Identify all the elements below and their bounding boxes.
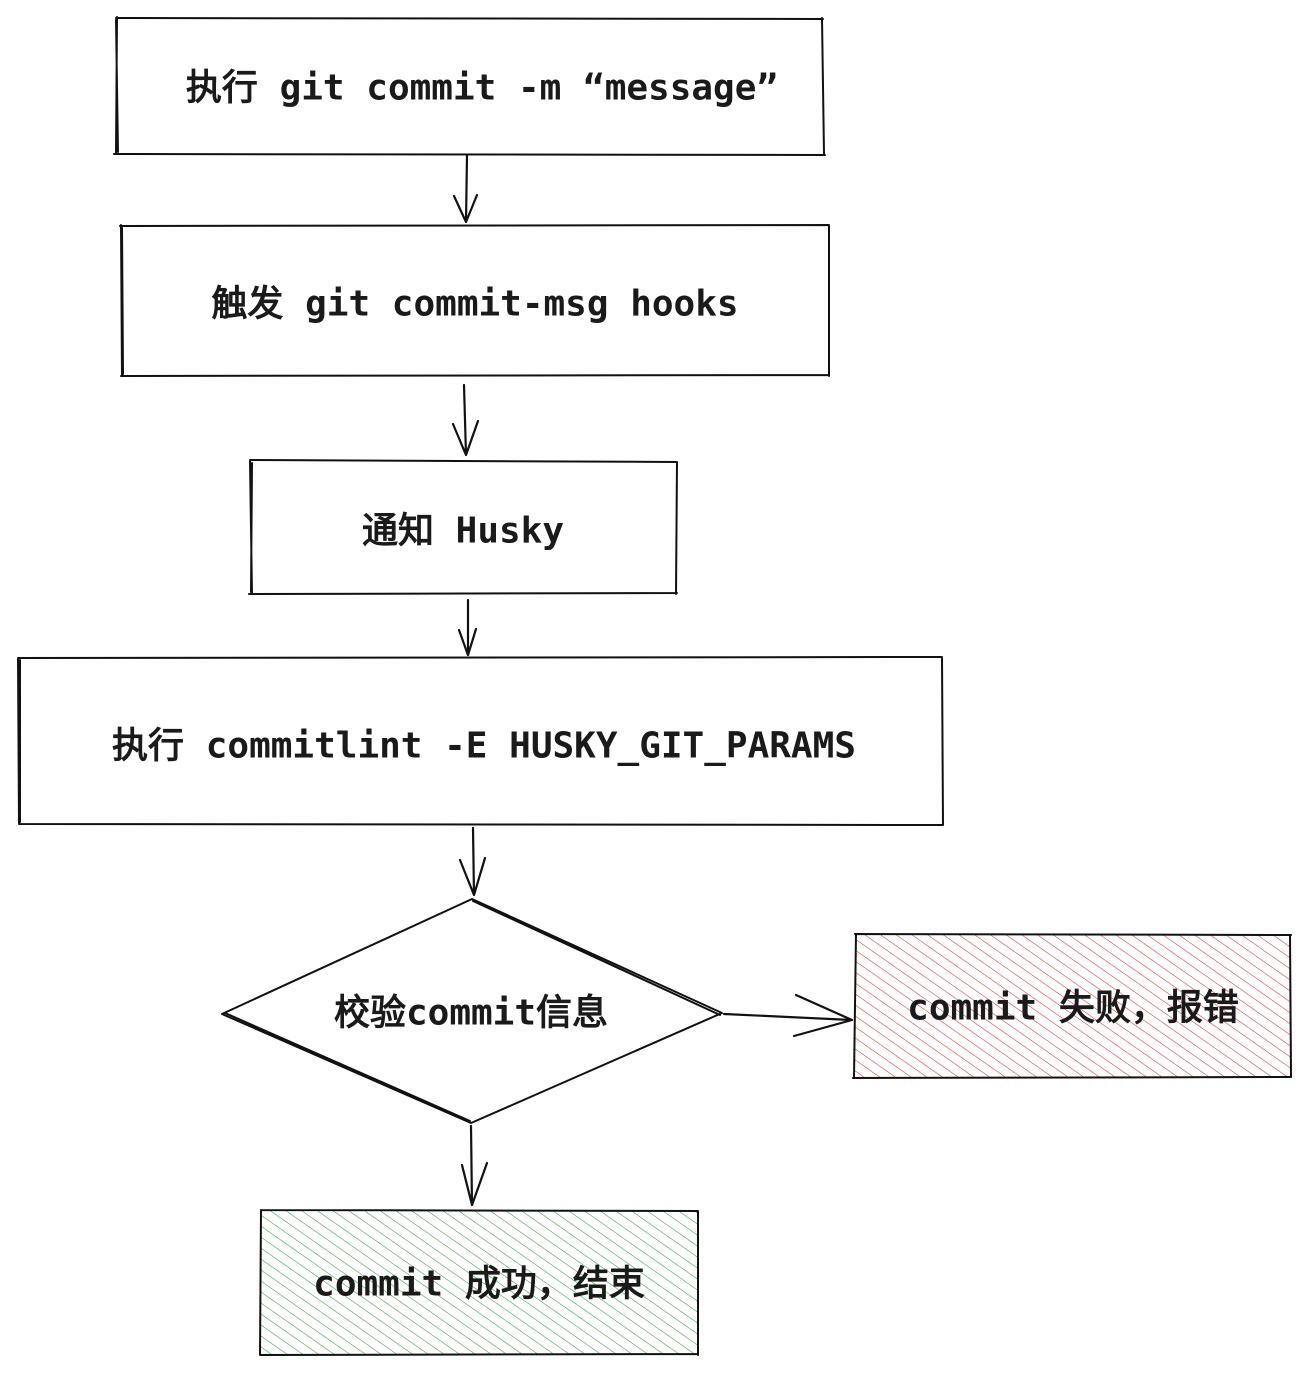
- arrow-decision-to-success: [460, 1124, 489, 1207]
- node-run-commitlint: 执行 commitlint -E HUSKY_GIT_PARAMS: [17, 656, 944, 826]
- node-notify-husky-label: 通知 Husky: [362, 511, 564, 552]
- node-commit-fail-label: commit 失败，报错: [907, 988, 1239, 1029]
- node-commit-fail: commit 失败，报错: [852, 933, 1292, 1079]
- node-run-commitlint-label: 执行 commitlint -E HUSKY_GIT_PARAMS: [112, 726, 856, 767]
- node-commit-success: commit 成功，结束: [259, 1209, 699, 1356]
- node-trigger-commit-msg-hook-label: 触发 git commit-msg hooks: [211, 284, 738, 325]
- node-commit-success-label: commit 成功，结束: [313, 1264, 645, 1305]
- arrow-decision-to-fail: [722, 993, 854, 1038]
- arrow-commit-to-hook: [452, 153, 479, 224]
- node-run-git-commit-label: 执行 git commit -m “message”: [186, 68, 778, 109]
- arrow-hook-to-husky: [451, 383, 480, 457]
- arrow-husky-to-commitlint: [457, 598, 478, 657]
- success-hatch-fill: [261, 1210, 698, 1355]
- arrow-commitlint-to-decision: [458, 826, 487, 897]
- node-validate-decision: 校验commit信息: [221, 898, 723, 1124]
- node-validate-decision-label: 校验commit信息: [334, 993, 608, 1034]
- node-trigger-commit-msg-hook: 触发 git commit-msg hooks: [119, 224, 830, 377]
- node-notify-husky: 通知 Husky: [248, 459, 678, 595]
- fail-hatch-fill: [855, 934, 1291, 1078]
- node-run-git-commit: 执行 git commit -m “message”: [113, 16, 826, 156]
